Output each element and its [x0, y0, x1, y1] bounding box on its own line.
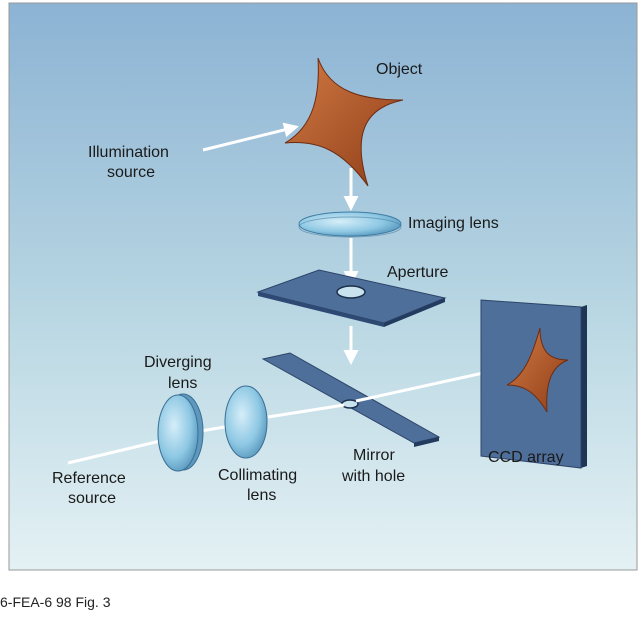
label-diverging-1: Diverging [144, 354, 212, 371]
collimating-lens [224, 385, 268, 459]
label-reference-2: source [68, 490, 116, 507]
diverging-lens [157, 394, 199, 472]
label-illumination-1: Illumination [88, 144, 169, 161]
label-collimating-1: Collimating [218, 467, 297, 484]
illumination-beam [202, 122, 299, 152]
beam-collimating-to-mirror [267, 403, 345, 419]
object-shape [284, 57, 404, 187]
label-mirror-2: with hole [341, 468, 405, 485]
label-ccd-array: CCD array [488, 449, 564, 466]
label-collimating-2: lens [247, 487, 276, 504]
figure-caption: 6-FEA-6 98 Fig. 3 [0, 594, 111, 610]
label-aperture: Aperture [387, 264, 448, 281]
label-illumination-2: source [107, 164, 155, 181]
ccd-image [506, 327, 569, 413]
label-mirror-1: Mirror [353, 447, 395, 464]
label-diverging-2: lens [168, 375, 197, 392]
label-object: Object [376, 61, 423, 78]
imaging-lens [298, 211, 402, 237]
label-reference-1: Reference [52, 470, 126, 487]
mirror-hole [341, 399, 359, 409]
label-imaging-lens: Imaging lens [408, 215, 499, 232]
aperture-hole [336, 285, 366, 299]
